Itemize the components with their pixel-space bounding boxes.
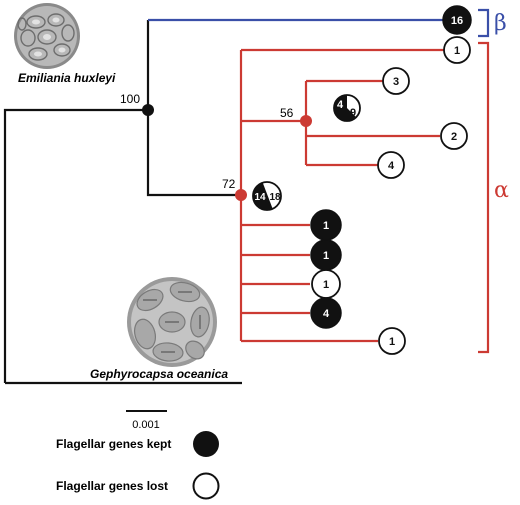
node-sub-a: 3 [382,67,410,95]
svg-text:1: 1 [389,336,395,348]
node-sub-b: 2 [440,122,468,150]
emiliania-coccosphere-image [14,3,80,69]
svg-text:1: 1 [454,45,460,57]
node-tip-3: 1 [311,269,341,299]
species-gephyrocapsa: Gephyrocapsa oceanica [90,367,228,381]
alpha-node [235,189,247,201]
node-beta-tip: 16 [442,5,472,35]
node-tip-2: 1 [310,239,342,271]
svg-text:1: 1 [323,220,329,232]
node-alpha-first: 1 [443,36,471,64]
svg-text:4: 4 [388,160,395,172]
node-tip-5: 1 [378,327,406,355]
species-emiliania: Emiliania huxleyi [18,71,116,85]
bootstrap-subclade: 56 [280,106,294,120]
legend-kept-label: Flagellar genes kept [56,437,171,451]
root-branch [3,108,148,383]
svg-text:14: 14 [254,192,266,203]
svg-text:4: 4 [323,308,330,320]
root-to-alpha-branch [146,110,241,197]
node-alpha-pie: 14 18 [252,181,282,211]
scale-bar-label: 0.001 [132,419,160,431]
svg-text:1: 1 [323,279,329,291]
legend-kept-marker [193,431,219,457]
svg-text:3: 3 [393,76,399,88]
svg-text:18: 18 [269,192,281,203]
black-branches [3,20,242,385]
legend-lost-marker [192,472,220,500]
root-node [142,104,154,116]
svg-text:4: 4 [337,99,344,111]
beta-label: β [494,11,507,36]
beta-bracket [478,8,490,38]
subclade-node [300,115,312,127]
alpha-bracket [478,41,490,354]
svg-text:1: 1 [323,250,329,262]
node-sub-pie: 4 9 [333,94,361,122]
node-tip-4: 4 [310,297,342,329]
legend-lost-label: Flagellar genes lost [56,479,168,493]
node-sub-c: 4 [377,151,405,179]
node-tip-1: 1 [310,209,342,241]
gephyrocapsa-coccosphere-image [127,277,217,367]
bootstrap-root: 100 [120,92,140,106]
bootstrap-alpha: 72 [222,177,236,191]
svg-text:9: 9 [350,107,356,119]
alpha-label: α [494,178,509,203]
svg-text:2: 2 [451,131,457,143]
svg-text:16: 16 [451,15,463,27]
